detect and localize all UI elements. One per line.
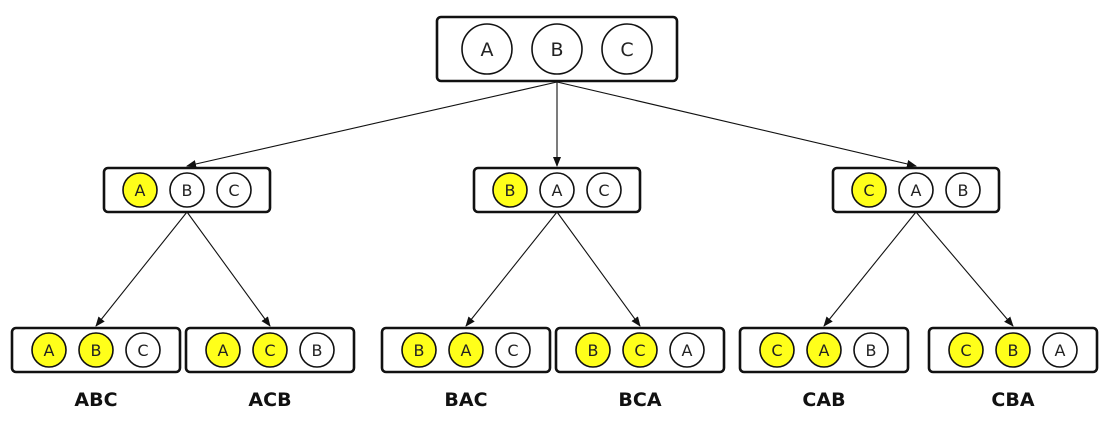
- chosen-element-circle: [575, 332, 611, 368]
- element-letter: A: [135, 181, 146, 200]
- element-letter: A: [481, 39, 494, 61]
- remaining-element-circle: [669, 332, 705, 368]
- remaining-element-circle: [945, 172, 981, 208]
- permutation-label: ACB: [248, 389, 291, 411]
- element-letter: B: [182, 181, 193, 200]
- chosen-element-circle: [448, 332, 484, 368]
- element-letter: B: [866, 341, 877, 360]
- element-letter: C: [137, 341, 148, 360]
- chosen-element-circle: [78, 332, 114, 368]
- element-letter: A: [218, 341, 229, 360]
- element-letter: A: [44, 341, 55, 360]
- element-letter: C: [264, 341, 275, 360]
- chosen-element-circle: [995, 332, 1031, 368]
- chosen-element-circle: [492, 172, 528, 208]
- edge-root-to-level1: [186, 81, 558, 168]
- remaining-element-circle: [898, 172, 934, 208]
- element-letter: C: [771, 341, 782, 360]
- chosen-element-circle: [851, 172, 887, 208]
- element-letter: B: [91, 341, 102, 360]
- remaining-element-circle: [586, 172, 622, 208]
- chosen-element-circle: [31, 332, 67, 368]
- chosen-element-circle: [122, 172, 158, 208]
- element-letter: A: [461, 341, 472, 360]
- edge-level1-to-level2: [915, 211, 1014, 327]
- element-letter: C: [634, 341, 645, 360]
- remaining-element-circle: [461, 23, 513, 75]
- permutation-label: BCA: [618, 389, 661, 411]
- edge-level1-to-level2: [186, 211, 271, 327]
- remaining-element-circle: [531, 23, 583, 75]
- chosen-element-circle: [806, 332, 842, 368]
- remaining-element-circle: [853, 332, 889, 368]
- remaining-element-circle: [1042, 332, 1078, 368]
- chosen-element-circle: [252, 332, 288, 368]
- edge-level1-to-level2: [465, 211, 558, 327]
- remaining-element-circle: [299, 332, 335, 368]
- chosen-element-circle: [622, 332, 658, 368]
- element-letter: C: [863, 181, 874, 200]
- permutation-label: BAC: [444, 389, 487, 411]
- chosen-element-circle: [205, 332, 241, 368]
- element-letter: B: [505, 181, 516, 200]
- element-letter: B: [414, 341, 425, 360]
- element-letter: A: [552, 181, 563, 200]
- permutation-label: CAB: [802, 389, 845, 411]
- edge-level1-to-level2: [556, 211, 641, 327]
- tree-edges: [95, 81, 1014, 327]
- remaining-element-circle: [601, 23, 653, 75]
- remaining-element-circle: [216, 172, 252, 208]
- element-letter: C: [620, 39, 633, 61]
- element-letter: C: [507, 341, 518, 360]
- edge-root-to-level1: [556, 81, 917, 168]
- element-letter: C: [228, 181, 239, 200]
- element-letter: B: [1008, 341, 1019, 360]
- element-letter: C: [960, 341, 971, 360]
- remaining-element-circle: [539, 172, 575, 208]
- element-letter: A: [911, 181, 922, 200]
- chosen-element-circle: [401, 332, 437, 368]
- remaining-element-circle: [169, 172, 205, 208]
- permutation-label: ABC: [74, 389, 117, 411]
- edge-level1-to-level2: [823, 211, 917, 327]
- element-letter: C: [598, 181, 609, 200]
- level2-node: A B C: [10, 326, 182, 374]
- element-letter: A: [682, 341, 693, 360]
- element-letter: B: [312, 341, 323, 360]
- tree-nodes: A B C A B C B A C C A B A B C A C B B A C B C A C A B C B A: [10, 15, 1099, 374]
- permutation-labels: ABC ACB BAC BCA CAB CBA: [74, 389, 1034, 411]
- remaining-element-circle: [125, 332, 161, 368]
- element-letter: B: [958, 181, 969, 200]
- element-letter: B: [550, 39, 563, 61]
- permutation-label: CBA: [991, 389, 1034, 411]
- element-letter: A: [1055, 341, 1066, 360]
- level1-node: A B C: [102, 166, 272, 214]
- remaining-element-circle: [495, 332, 531, 368]
- element-letter: A: [819, 341, 830, 360]
- chosen-element-circle: [759, 332, 795, 368]
- chosen-element-circle: [948, 332, 984, 368]
- root-node: A B C: [435, 15, 679, 83]
- edge-level1-to-level2: [95, 211, 188, 327]
- element-letter: B: [588, 341, 599, 360]
